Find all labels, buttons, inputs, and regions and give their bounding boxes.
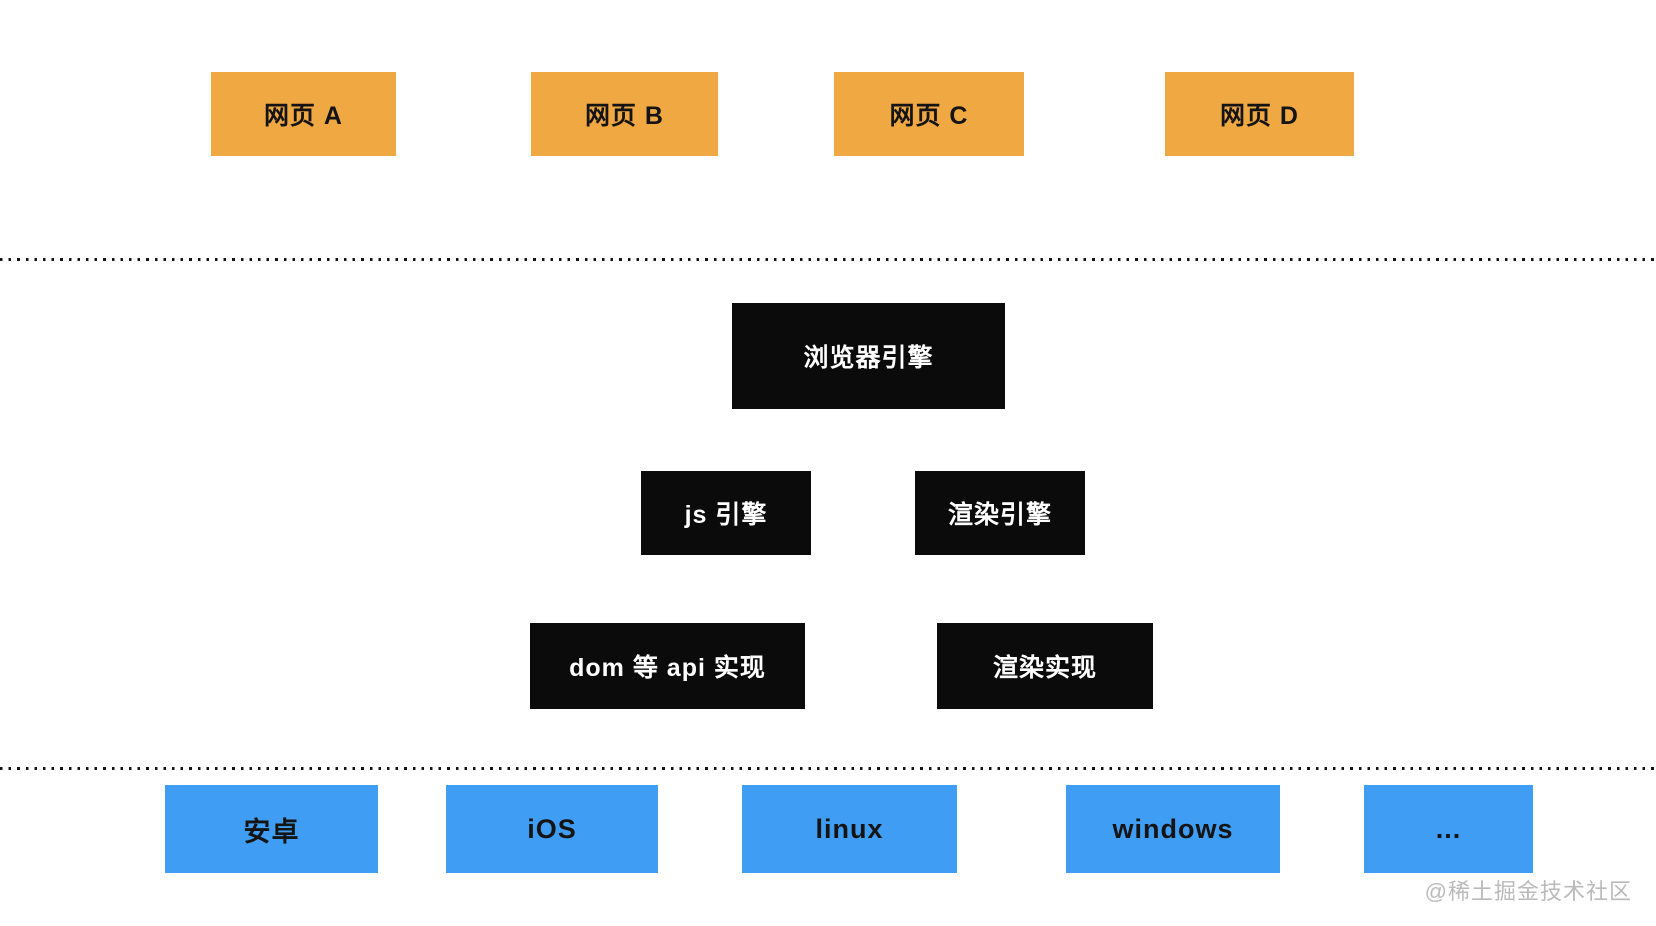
separator-dotted-line-top <box>0 258 1656 261</box>
render-engine-node: 渲染引擎 <box>915 471 1085 555</box>
watermark: @稀土掘金技术社区 <box>1424 879 1632 904</box>
webpage-node-c: 网页 C <box>834 72 1024 156</box>
platform-node-more: ... <box>1364 785 1533 873</box>
js-engine-node: js 引擎 <box>641 471 811 555</box>
platform-node-linux: linux <box>742 785 957 873</box>
webpage-node-a: 网页 A <box>211 72 396 156</box>
platform-node-android: 安卓 <box>165 785 378 873</box>
separator-dotted-line-bottom <box>0 767 1656 770</box>
platform-node-windows: windows <box>1066 785 1280 873</box>
platform-node-ios: iOS <box>446 785 658 873</box>
browser-engine-node: 浏览器引擎 <box>732 303 1005 409</box>
webpage-node-b: 网页 B <box>531 72 718 156</box>
dom-api-implementation-node: dom 等 api 实现 <box>530 623 805 709</box>
render-implementation-node: 渲染实现 <box>937 623 1153 709</box>
webpage-node-d: 网页 D <box>1165 72 1354 156</box>
